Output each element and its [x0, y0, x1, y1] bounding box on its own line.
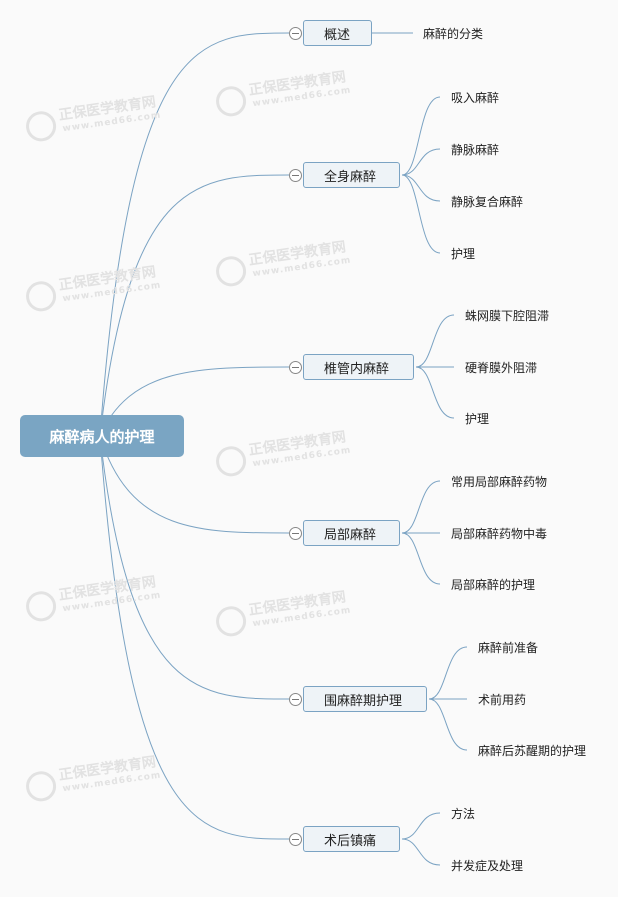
leaf-connector — [415, 366, 455, 419]
collapse-toggle-icon[interactable] — [289, 26, 302, 40]
leaf-node[interactable]: 麻醉前准备 — [478, 641, 539, 655]
branch-node[interactable]: 概述 — [303, 20, 372, 46]
leaf-connector — [428, 646, 468, 700]
leaf-node[interactable]: 麻醉后苏醒期的护理 — [478, 744, 587, 758]
root-connector — [99, 174, 290, 437]
leaf-node[interactable]: 静脉麻醉 — [451, 143, 500, 157]
collapse-toggle-icon[interactable] — [289, 360, 302, 374]
leaf-node[interactable]: 护理 — [451, 247, 476, 261]
leaf-connector — [401, 96, 441, 176]
leaf-node[interactable]: 术前用药 — [478, 693, 527, 707]
collapse-toggle-icon[interactable] — [289, 526, 302, 540]
branch-node[interactable]: 局部麻醉 — [303, 520, 400, 546]
collapse-toggle-icon[interactable] — [289, 692, 302, 706]
leaf-node[interactable]: 局部麻醉的护理 — [451, 578, 536, 592]
leaf-node[interactable]: 方法 — [451, 807, 476, 821]
leaf-connector — [401, 148, 441, 176]
leaf-node[interactable]: 蛛网膜下腔阻滞 — [465, 309, 550, 323]
root-connector — [99, 435, 290, 840]
branch-node[interactable]: 全身麻醉 — [303, 162, 400, 188]
root-connector — [99, 366, 290, 437]
leaf-node[interactable]: 常用局部麻醉药物 — [451, 475, 548, 489]
leaf-node[interactable]: 并发症及处理 — [451, 859, 524, 873]
branch-node[interactable]: 围麻醉期护理 — [303, 686, 427, 712]
leaf-connector — [401, 480, 441, 534]
leaf-connector — [428, 698, 468, 751]
leaf-node[interactable]: 局部麻醉药物中毒 — [451, 527, 548, 541]
leaf-node[interactable]: 静脉复合麻醉 — [451, 195, 524, 209]
branch-node[interactable]: 椎管内麻醉 — [303, 354, 414, 380]
leaf-connector — [401, 174, 441, 202]
root-connector — [99, 435, 290, 534]
leaf-connector — [401, 532, 441, 585]
leaf-node[interactable]: 麻醉的分类 — [423, 27, 484, 41]
leaf-connector — [415, 314, 455, 368]
leaf-node[interactable]: 吸入麻醉 — [451, 91, 500, 105]
root-connector — [99, 32, 290, 437]
leaf-connector — [401, 838, 441, 866]
leaf-connector — [401, 174, 441, 254]
root-node[interactable]: 麻醉病人的护理 — [20, 415, 184, 457]
root-connector — [99, 435, 290, 700]
leaf-node[interactable]: 护理 — [465, 412, 490, 426]
collapse-toggle-icon[interactable] — [289, 832, 302, 846]
leaf-node[interactable]: 硬脊膜外阻滞 — [465, 361, 538, 375]
collapse-toggle-icon[interactable] — [289, 168, 302, 182]
leaf-connector — [401, 812, 441, 840]
branch-node[interactable]: 术后镇痛 — [303, 826, 400, 852]
